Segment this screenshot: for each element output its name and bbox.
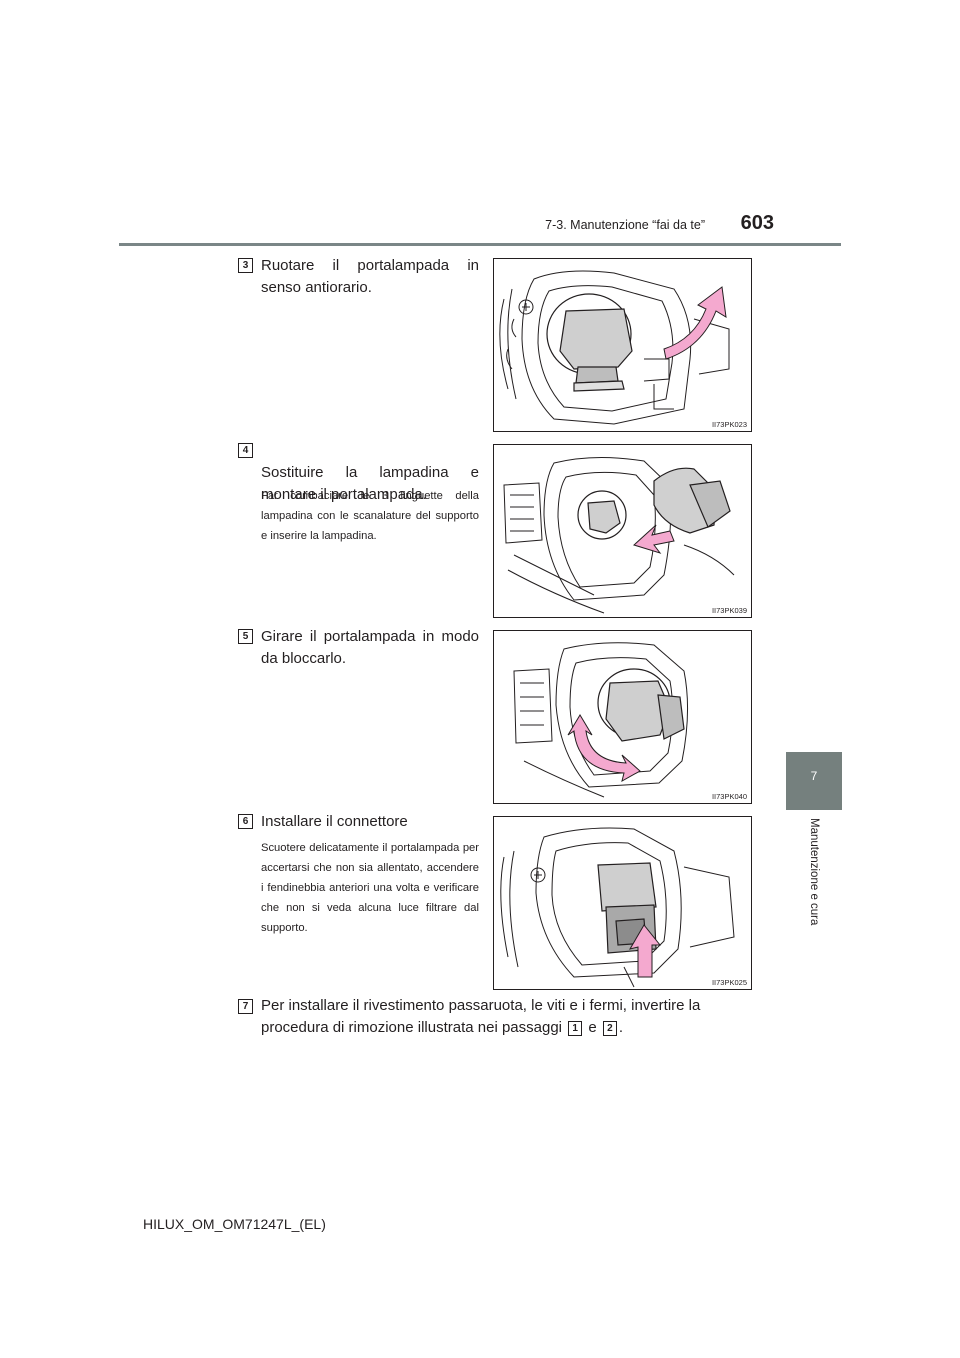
chapter-number: 7 xyxy=(810,769,818,783)
step-badge-5: 5 xyxy=(238,629,253,644)
step-4-title: Sostituire la lampadina e montare il por… xyxy=(261,464,479,503)
lamp-holder-rotate-illustration xyxy=(499,270,730,425)
connector-install-illustration xyxy=(500,827,735,988)
page-number: 603 xyxy=(740,212,774,234)
step-6-title: Installare il connettore xyxy=(261,813,408,830)
section-title: 7-3. Manutenzione “fai da te” xyxy=(545,218,705,232)
step-ref-1: 1 xyxy=(568,1021,583,1036)
figure-code: II73PK023 xyxy=(711,420,747,429)
chapter-tab: 7 xyxy=(786,752,842,810)
step-badge-4: 4 xyxy=(238,443,253,458)
figure-code: II73PK039 xyxy=(711,606,747,615)
footer-doc-code: HILUX_OM_OM71247L_(EL) xyxy=(143,1216,326,1232)
step-7-text-main: Per installare il rivestimento passaruot… xyxy=(261,997,701,1036)
chapter-label: Manutenzione e cura xyxy=(786,818,842,988)
lamp-holder-lock-illustration xyxy=(513,642,689,798)
step-4-detail: Far combaciare le 3 linguette della lamp… xyxy=(261,490,479,542)
figure-code: II73PK040 xyxy=(711,792,747,801)
step-badge-6: 6 xyxy=(238,814,253,829)
figure-code: II73PK025 xyxy=(711,978,747,987)
step-6-detail: Scuotere delicatamente il portalampada p… xyxy=(261,842,479,934)
step-badge-7: 7 xyxy=(238,999,253,1014)
step-7-period: . xyxy=(618,1019,624,1036)
chapter-title: Manutenzione e cura xyxy=(808,818,820,926)
step-badge-3: 3 xyxy=(238,258,253,273)
figure-step-4: II73PK039 xyxy=(493,444,752,618)
step-7-conjunction: e xyxy=(588,1019,597,1036)
header-rule xyxy=(119,243,841,246)
step-ref-2: 2 xyxy=(602,1021,617,1036)
figure-step-3: II73PK023 xyxy=(493,258,752,432)
figure-step-5: II73PK040 xyxy=(493,630,752,804)
step-7-text: Per installare il rivestimento passaruot… xyxy=(261,995,747,1039)
figure-step-6: II73PK025 xyxy=(493,816,752,990)
step-3-title: Ruotare il portalampada in senso antiora… xyxy=(261,257,479,296)
step-5-title: Girare il portalampada in modo da blocca… xyxy=(261,628,479,667)
bulb-install-illustration xyxy=(503,456,735,614)
